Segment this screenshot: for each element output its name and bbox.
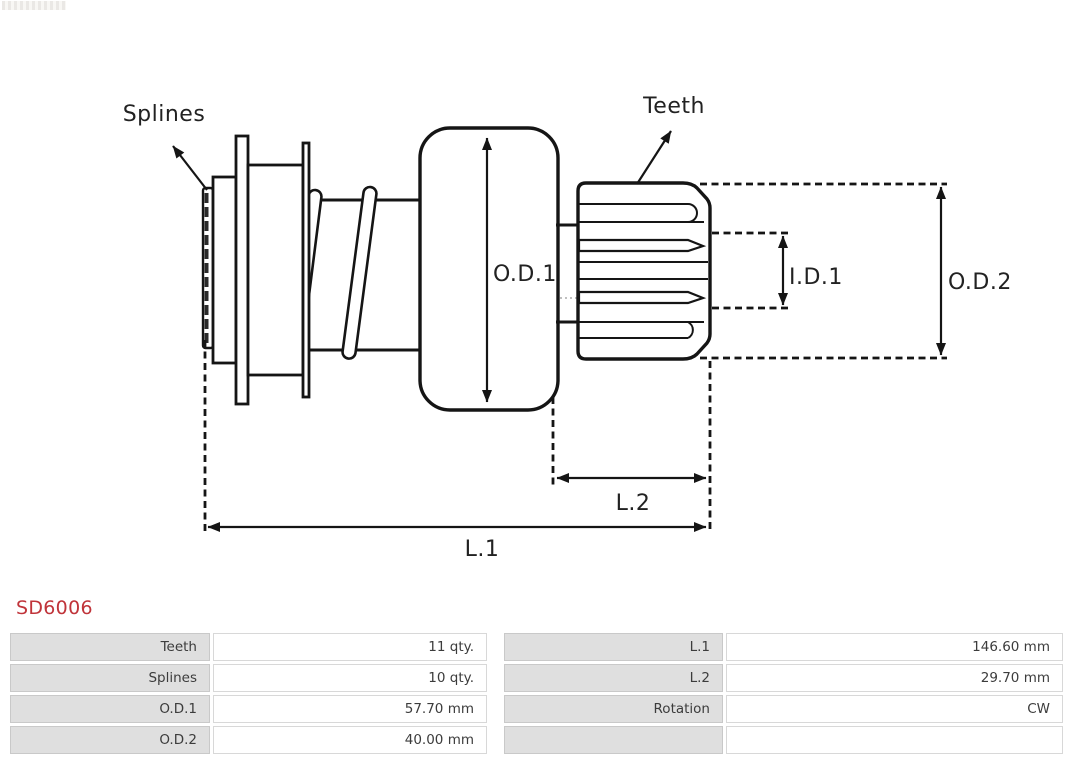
spec-label: Rotation <box>504 695 723 723</box>
table-row: Rotation CW <box>504 695 1063 723</box>
spec-label: L.2 <box>504 664 723 692</box>
spline-collar <box>211 175 238 365</box>
table-row <box>504 726 1063 754</box>
label-splines: Splines <box>123 102 206 127</box>
part-number: SD6006 <box>16 597 93 619</box>
dimension-arrows <box>172 130 946 532</box>
spec-label: Splines <box>10 664 210 692</box>
pinion-teeth-lines <box>579 203 708 339</box>
table-row: L.2 29.70 mm <box>504 664 1063 692</box>
spec-table-right: L.1 146.60 mm L.2 29.70 mm Rotation CW <box>501 630 1066 757</box>
spec-label: O.D.1 <box>10 695 210 723</box>
table-row: O.D.2 40.00 mm <box>10 726 487 754</box>
truncated-logo <box>2 1 66 10</box>
label-l1: L.1 <box>465 537 500 562</box>
table-row: O.D.1 57.70 mm <box>10 695 487 723</box>
spec-label: Teeth <box>10 633 210 661</box>
pinion <box>576 181 712 361</box>
drive-drum <box>246 163 305 377</box>
table-row: Teeth 11 qty. <box>10 633 487 661</box>
spec-value: 29.70 mm <box>726 664 1063 692</box>
label-od2: O.D.2 <box>948 270 1012 295</box>
label-id1: I.D.1 <box>789 265 843 290</box>
splines-leader <box>172 145 208 191</box>
spec-value: CW <box>726 695 1063 723</box>
spec-label: L.1 <box>504 633 723 661</box>
spec-label: O.D.2 <box>10 726 210 754</box>
teeth-leader <box>636 130 672 185</box>
front-flange <box>234 134 250 406</box>
table-row: Splines 10 qty. <box>10 664 487 692</box>
rear-flange <box>301 141 311 399</box>
spec-value: 57.70 mm <box>213 695 487 723</box>
spec-value: 40.00 mm <box>213 726 487 754</box>
table-row: L.1 146.60 mm <box>504 633 1063 661</box>
spec-value: 10 qty. <box>213 664 487 692</box>
splined-shaft-end <box>201 186 215 350</box>
spec-value: 146.60 mm <box>726 633 1063 661</box>
spec-label <box>504 726 723 754</box>
spec-value <box>726 726 1063 754</box>
label-l2: L.2 <box>616 491 651 516</box>
pinion-neck <box>556 223 579 324</box>
spec-table-left: Teeth 11 qty. Splines 10 qty. O.D.1 57.7… <box>7 630 490 757</box>
extension-lines <box>203 182 947 533</box>
label-od1: O.D.1 <box>493 262 557 287</box>
technical-drawing: Splines Teeth O.D.1 I.D.1 O.D.2 L.2 L.1 <box>123 94 1012 562</box>
label-teeth: Teeth <box>642 94 705 119</box>
pinion-tooth-roots <box>577 238 707 305</box>
spec-value: 11 qty. <box>213 633 487 661</box>
